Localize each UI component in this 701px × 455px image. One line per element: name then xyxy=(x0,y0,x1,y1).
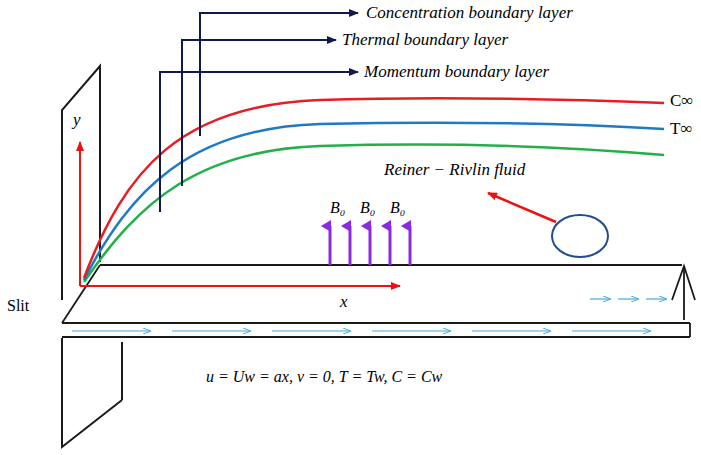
x-axis xyxy=(80,285,400,287)
layer-label: Concentration boundary layer xyxy=(366,3,573,23)
ambient-label: T∞ xyxy=(670,119,693,139)
ambient-label: C∞ xyxy=(670,91,693,111)
flow-arrow xyxy=(472,330,550,331)
fluid-pointer xyxy=(488,193,556,222)
leader-lines xyxy=(160,13,358,212)
flow-arrow xyxy=(172,330,250,331)
flow-arrow xyxy=(272,330,350,331)
layer-label: Momentum boundary layer xyxy=(364,62,549,82)
field-label: B₀ xyxy=(330,199,345,217)
boundary-condition: u = Uw = ax, v = 0, T = Tw, C = Cw xyxy=(206,368,442,386)
flow-arrow xyxy=(372,330,450,331)
flow-arrow xyxy=(618,298,638,299)
sheet-flow-arrows xyxy=(72,299,666,331)
magnetic-field-arrows xyxy=(330,226,410,265)
flow-arrow xyxy=(572,330,650,331)
flow-arrow xyxy=(72,330,150,331)
fluid-label: Reiner − Rivlin fluid xyxy=(384,160,525,180)
field-label: B₀ xyxy=(390,199,405,217)
slit-label: Slit xyxy=(7,297,29,315)
y-axis xyxy=(79,142,81,286)
axis-label: y xyxy=(73,110,81,130)
fluid-particle xyxy=(552,215,608,257)
stretching-sheet xyxy=(62,265,695,337)
layer-label: Thermal boundary layer xyxy=(342,30,508,50)
field-label: B₀ xyxy=(360,199,375,217)
axis-label: x xyxy=(340,292,348,312)
flow-arrow xyxy=(590,298,610,299)
concentration-layer-curve xyxy=(84,98,664,278)
flow-arrow xyxy=(646,298,666,299)
momentum-layer-curve xyxy=(84,144,664,282)
